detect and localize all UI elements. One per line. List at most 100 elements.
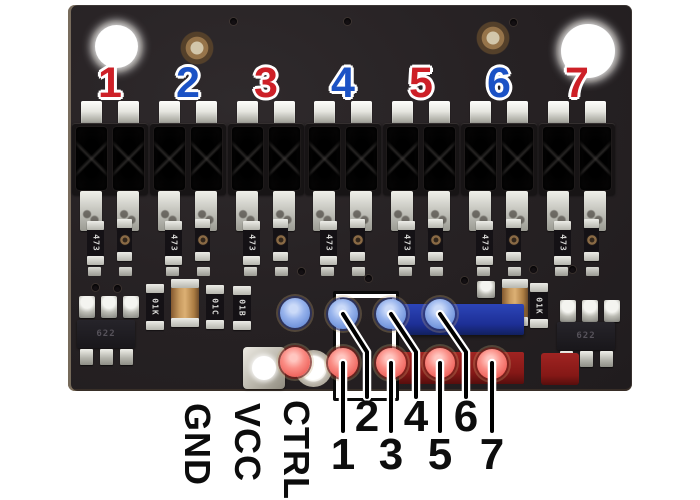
sensor-window [346,127,377,190]
reflectance-sensor-4: 473 [304,99,382,276]
solder-pad [196,101,217,127]
sensor-number-label-7: 7 [565,59,589,107]
via [298,268,305,275]
via [230,18,237,25]
reflectance-sensor-1: 473 [71,99,149,276]
sensor-number-label-1: 1 [98,59,122,107]
sensor-window [191,127,222,190]
pin-3 [376,348,406,378]
solder-pad [508,267,521,276]
solder-pad [321,267,334,276]
pin-number-label-4: 4 [403,392,429,441]
reflectance-sensor-3: 473 [227,99,305,276]
ic-lead [580,351,593,367]
sensor-number-label-4: 4 [331,59,355,107]
solder-pad [119,267,132,276]
via [365,275,372,282]
sensor-number-label-3: 3 [254,59,278,107]
ic-lead [120,349,133,365]
pin-1 [328,348,358,378]
solder-pad [352,267,365,276]
pin-name-ctrl: CTRL [276,400,317,500]
sensor-housing [72,123,148,195]
pin-number-label-5: 5 [427,430,453,479]
sensor-housing [305,123,381,195]
sensor-number-label-6: 6 [487,59,511,107]
solder-pad [275,267,288,276]
sensor-window [424,127,455,190]
solder-pad [507,101,528,127]
mounting-hole-right [561,24,615,78]
alignment-hole-right [476,21,510,55]
sensor-window [154,127,185,190]
solder-pad [429,101,450,127]
sensor-housing [150,123,226,195]
pin-6 [425,299,455,329]
solder-pad [244,267,257,276]
sensor-window [502,127,533,190]
solder-pad [430,267,443,276]
via [114,285,121,292]
sensor-window [76,127,107,190]
even-pins-band [393,304,524,335]
pin-2 [328,299,358,329]
reflectance-sensor-2: 473 [149,99,227,276]
driver-ic-left: 622 [77,320,135,348]
ctrl-pin-bottom [280,347,310,377]
via [510,19,517,26]
solder-pad [123,296,139,318]
gnd-hole [252,356,276,380]
pin-number-label-1: 1 [330,430,356,479]
sensor-housing [383,123,459,195]
solder-pad [470,101,491,127]
driver-ic-right: 622 [557,322,615,350]
sensor-number-label-5: 5 [409,59,433,107]
solder-pad [560,300,576,322]
sensor-number-label-2: 2 [176,59,200,107]
sensor-window [309,127,340,190]
sensor-window [232,127,263,190]
reflectance-sensor-6: 473 [460,99,538,276]
solder-pad [274,101,295,127]
solder-pad [392,101,413,127]
via [461,277,468,284]
solder-pad [79,296,95,318]
sensor-window [387,127,418,190]
sensor-housing [539,123,615,195]
ic-lead [100,349,113,365]
pin-number-label-7: 7 [479,430,505,479]
via [530,266,537,273]
solder-pad [548,101,569,127]
pin-number-label-2: 2 [354,392,380,441]
solder-pad [399,267,412,276]
sensor-window [269,127,300,190]
via [92,284,99,291]
sensor-window [465,127,496,190]
sensor-window [543,127,574,190]
solder-pad [237,101,258,127]
solder-pad [477,281,495,298]
ctrl-pin-top [280,298,310,328]
mounting-hole-left [95,25,138,68]
sensor-housing [228,123,304,195]
solder-pad [582,300,598,322]
solder-pad [81,101,102,127]
solder-pad [314,101,335,127]
sensor-housing [461,123,537,195]
solder-pad [166,267,179,276]
solder-pad [585,101,606,127]
solder-pad [197,267,210,276]
reflectance-sensor-5: 473 [382,99,460,276]
pin-name-gnd: GND [177,403,218,486]
solder-pad [586,267,599,276]
via [344,18,351,25]
pin-number-label-3: 3 [378,430,404,479]
solder-pad [351,101,372,127]
pin-4 [376,299,406,329]
reflectance-sensor-7: 473 [538,99,616,276]
pin-7 [477,349,507,379]
sensor-window [580,127,611,190]
alignment-hole-left [180,31,214,65]
